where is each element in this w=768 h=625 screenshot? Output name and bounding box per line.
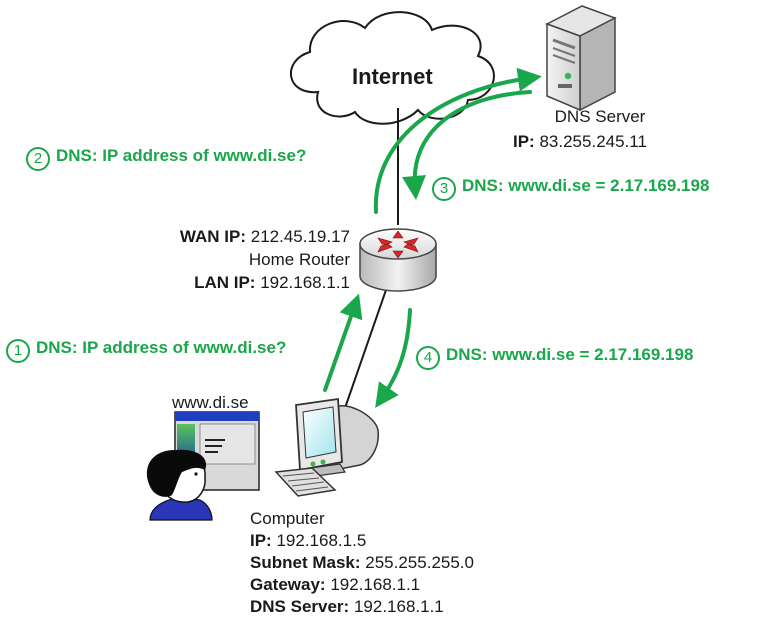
arrow-step-3 <box>402 90 532 200</box>
computer-gateway: Gateway: 192.168.1.1 <box>250 575 421 594</box>
computer-name: Computer <box>250 509 325 528</box>
router-lan-ip: LAN IP: 192.168.1.1 <box>194 273 350 292</box>
keyboard-icon <box>274 467 337 497</box>
dns-server-ip: IP: 83.255.245.11 <box>513 132 647 151</box>
internet-cloud <box>290 11 495 125</box>
arrow-step-4 <box>375 308 412 408</box>
internet-label: Internet <box>352 64 433 89</box>
dns-server-icon <box>545 5 617 112</box>
router-name: Home Router <box>248 250 350 269</box>
arrow-step-2 <box>373 67 542 214</box>
computer-monitor-icon <box>294 397 379 479</box>
browser-title: www.di.se <box>172 393 249 412</box>
dns-server-name: DNS Server <box>554 107 646 126</box>
computer-ip: IP: 192.168.1.5 <box>250 531 367 550</box>
router-wan-ip: WAN IP: 212.45.19.17 <box>179 227 350 246</box>
arrow-step-1 <box>323 293 363 392</box>
user-avatar-icon <box>146 449 213 521</box>
computer-dns-server: DNS Server: 192.168.1.1 <box>250 597 444 616</box>
cable-router-computer <box>344 289 387 409</box>
router-icon <box>359 228 437 292</box>
computer-subnet-mask: Subnet Mask: 255.255.255.0 <box>250 553 474 572</box>
